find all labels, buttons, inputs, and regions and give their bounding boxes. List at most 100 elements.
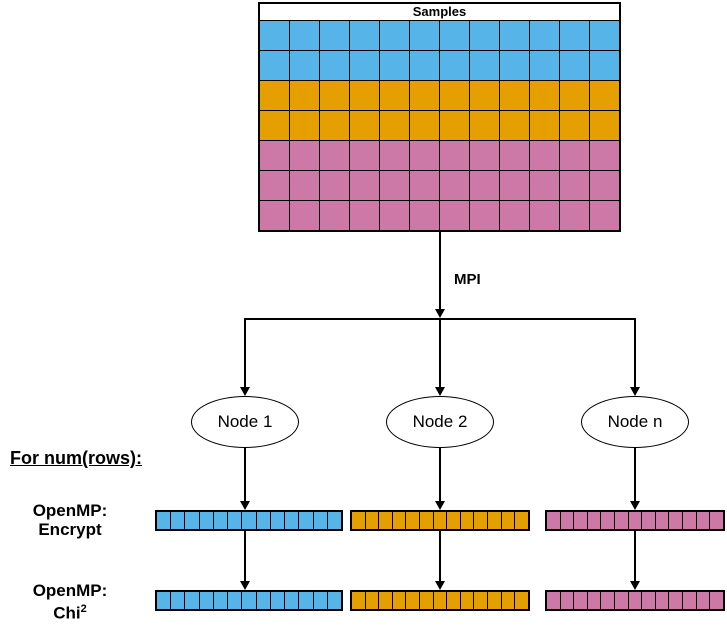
strip-cell (474, 592, 488, 609)
strip-cell (574, 592, 587, 609)
samples-table-cell (440, 81, 469, 110)
strip-cell (515, 592, 528, 609)
strip-cell (433, 512, 447, 529)
encrypt-strip-pink (545, 510, 725, 531)
samples-table-cell (500, 81, 529, 110)
samples-table-cell (290, 141, 319, 170)
strip-cell (270, 592, 285, 609)
noden-arrowhead-icon (630, 387, 640, 396)
samples-table-cell (530, 81, 559, 110)
samples-table-row-orange (260, 81, 619, 110)
strip-cell (256, 512, 270, 529)
samples-table-cell (290, 171, 319, 200)
samples-table-cell (410, 51, 439, 80)
strip-cell (185, 592, 199, 609)
samples-table-cell (500, 21, 529, 50)
samples-table-cell (530, 51, 559, 80)
strip-cell (669, 512, 683, 529)
node-1-ellipse: Node 1 (191, 396, 299, 448)
strip-cell (352, 512, 365, 529)
chi-pink-arrowhead-icon (630, 581, 640, 590)
samples-table-cell (260, 81, 289, 110)
encrypt-orange-arrowhead-icon (435, 501, 445, 510)
encrypt-to-chi-orange-line (439, 531, 441, 583)
samples-table-cell (320, 111, 349, 140)
strip-cell (199, 592, 213, 609)
samples-table-cell (350, 21, 379, 50)
samples-table-cell (350, 171, 379, 200)
strip-cell (213, 512, 228, 529)
strip-cell (683, 592, 696, 609)
strip-cell (460, 512, 474, 529)
strip-cell (433, 592, 447, 609)
strip-cell (365, 512, 379, 529)
encrypt-strip-orange (350, 510, 530, 531)
strip-cell (406, 592, 420, 609)
samples-table-cell (320, 171, 349, 200)
strip-cell (327, 512, 342, 529)
samples-table-cell (470, 111, 499, 140)
strip-cell (560, 512, 574, 529)
strip-cell (171, 592, 185, 609)
strip-cell (669, 592, 683, 609)
strip-cell (420, 592, 433, 609)
samples-table-cell (290, 51, 319, 80)
samples-table-cell (560, 21, 589, 50)
openmp-chi-line2: Chi (53, 603, 81, 623)
chi-orange-arrowhead-icon (435, 581, 445, 590)
samples-table-cell (410, 171, 439, 200)
strip-cell (352, 592, 365, 609)
samples-table-row-blue (260, 21, 619, 50)
samples-table-cell (470, 171, 499, 200)
strip-cell (628, 512, 642, 529)
openmp-encrypt-line1: OpenMP: (32, 501, 108, 520)
strip-cell (501, 592, 515, 609)
strip-cell (185, 512, 199, 529)
noden-to-encrypt-line (634, 448, 636, 503)
strip-cell (199, 512, 213, 529)
chi-superscript: 2 (80, 603, 87, 615)
strip-cell (313, 592, 327, 609)
samples-table-cell (590, 141, 619, 170)
strip-cell (157, 592, 171, 609)
openmp-chi-line1: OpenMP: (32, 581, 108, 600)
chi-blue-arrowhead-icon (240, 581, 250, 590)
strip-cell (488, 512, 501, 529)
samples-table-cell (440, 171, 469, 200)
samples-table-cell (380, 111, 409, 140)
samples-table-cell (260, 21, 289, 50)
samples-table-cell (590, 21, 619, 50)
strip-cell (488, 592, 501, 609)
samples-table-cell (440, 201, 469, 230)
strip-cell (171, 512, 185, 529)
samples-table-cell (530, 21, 559, 50)
strip-cell (515, 512, 528, 529)
samples-table-cell (560, 171, 589, 200)
samples-table-cell (530, 171, 559, 200)
strip-cell (460, 592, 474, 609)
branch-drop-noden (634, 318, 636, 389)
samples-table-cell (500, 171, 529, 200)
samples-table-cell (470, 201, 499, 230)
strip-cell (213, 592, 228, 609)
samples-table-cell (500, 111, 529, 140)
strip-cell (601, 512, 615, 529)
strip-cell (628, 592, 642, 609)
samples-table-cell (350, 201, 379, 230)
strip-cell (420, 512, 433, 529)
strip-cell (327, 592, 342, 609)
strip-cell (587, 512, 601, 529)
openmp-chi-label: OpenMP: Chi2 (0, 581, 140, 623)
samples-table-cell (470, 21, 499, 50)
samples-table-cell (590, 51, 619, 80)
samples-table-cell (320, 141, 349, 170)
encrypt-to-chi-blue-line (244, 531, 246, 583)
for-num-rows-label: For num(rows): (10, 448, 142, 468)
strip-cell (710, 592, 723, 609)
samples-table-cell (320, 51, 349, 80)
strip-cell (299, 512, 313, 529)
strip-cell (447, 592, 460, 609)
samples-table-cell (530, 141, 559, 170)
samples-table-cell (290, 81, 319, 110)
strip-cell (392, 512, 406, 529)
